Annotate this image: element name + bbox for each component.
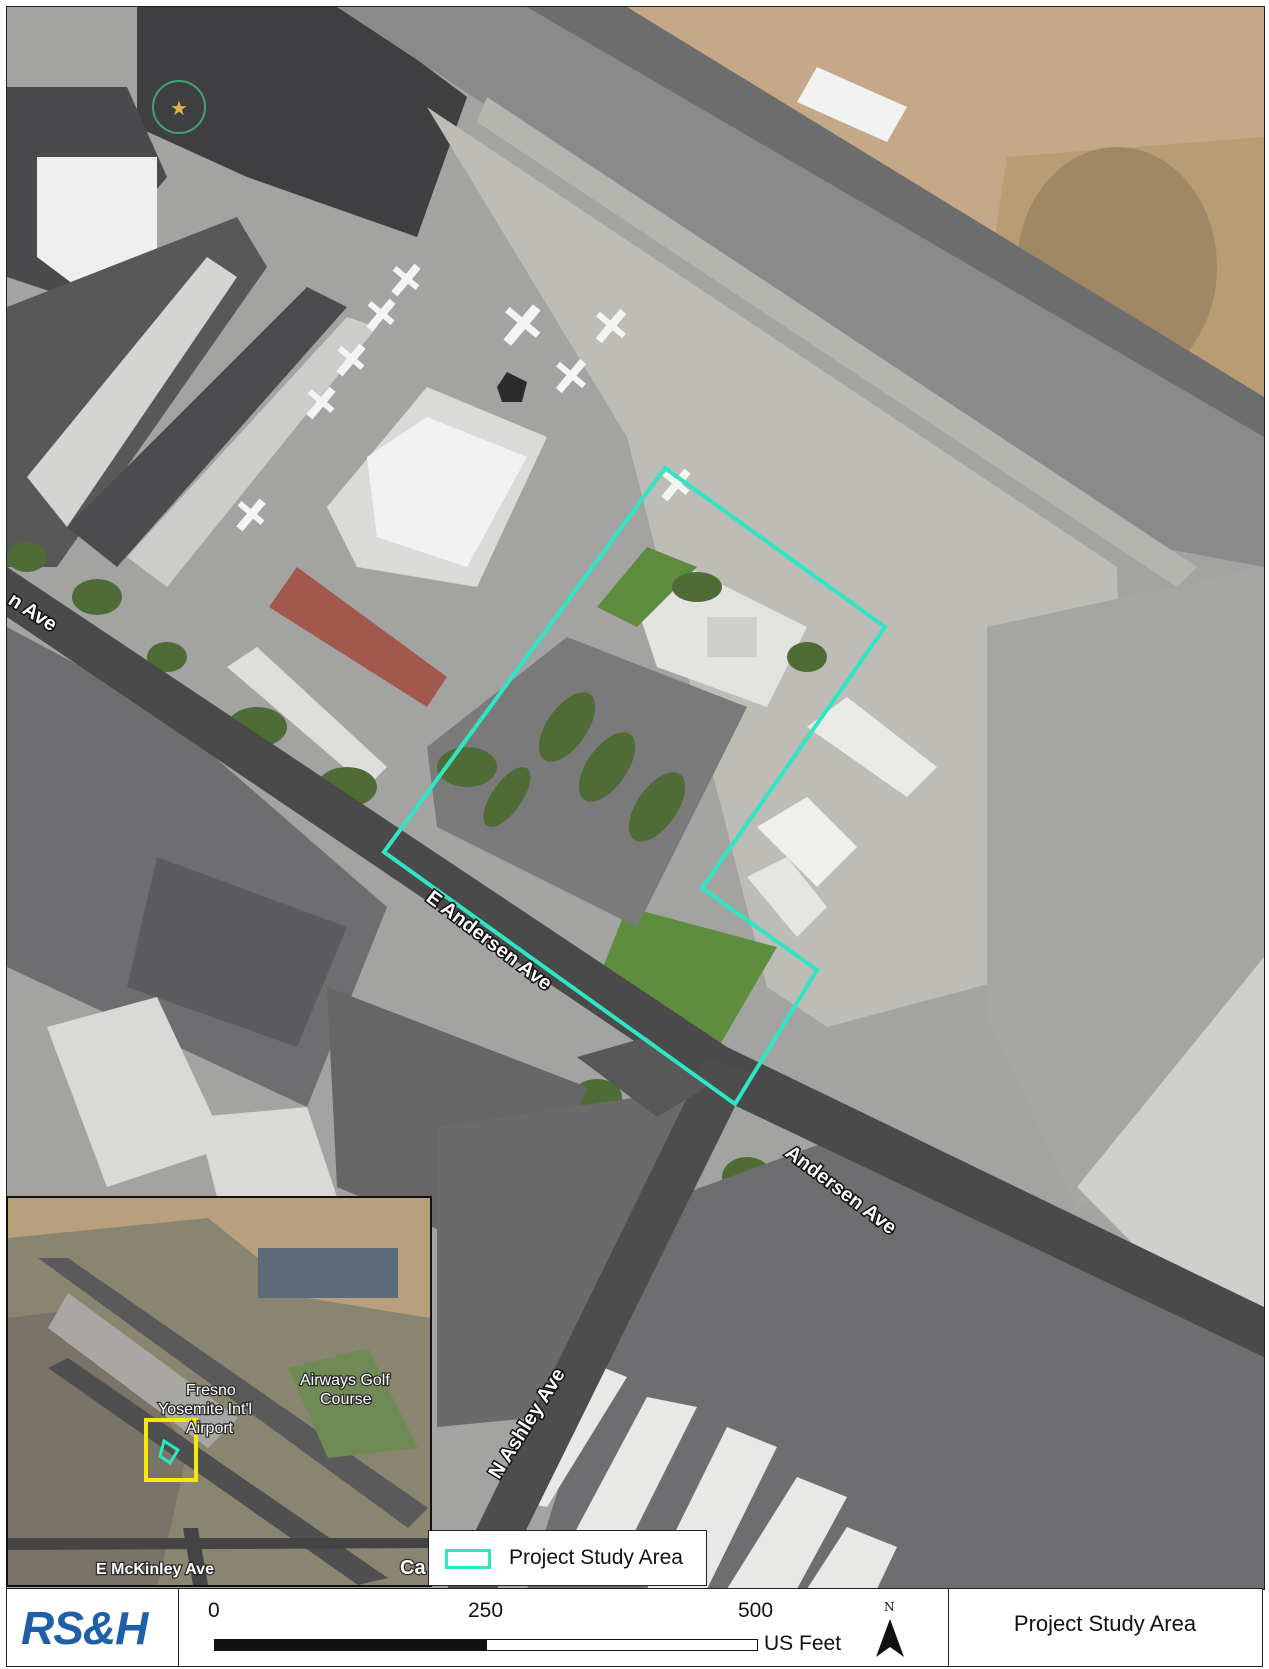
scale-bar bbox=[214, 1639, 758, 1651]
inset-extent-box bbox=[144, 1418, 198, 1482]
north-label: N bbox=[884, 1600, 895, 1614]
map-title: Project Study Area bbox=[1013, 1611, 1197, 1636]
map-legend: Project Study Area bbox=[428, 1530, 707, 1586]
inset-label-airport-line1: Fresno bbox=[186, 1382, 236, 1399]
inset-label-edge: Ca bbox=[400, 1557, 426, 1579]
logo-cell: RS&H bbox=[7, 1589, 179, 1666]
scale-tick-250: 250 bbox=[468, 1599, 504, 1622]
inset-imagery: Fresno Yosemite Int'l Airport Airways Go… bbox=[8, 1198, 430, 1585]
inset-label-golf-line2: Course bbox=[320, 1391, 372, 1408]
rsh-logo: RS&H bbox=[21, 1602, 148, 1654]
locator-inset-map[interactable]: Fresno Yosemite Int'l Airport Airways Go… bbox=[6, 1196, 432, 1587]
north-arrow-icon: N bbox=[876, 1600, 904, 1657]
scale-bar-cell: 0 250 500 US Feet N bbox=[178, 1589, 949, 1666]
scale-tick-0: 0 bbox=[208, 1599, 220, 1622]
scale-tick-500: 500 bbox=[738, 1599, 774, 1622]
inset-label-airport-line2: Yosemite Int'l bbox=[158, 1401, 252, 1418]
scale-unit: US Feet bbox=[764, 1632, 842, 1655]
map-footer: RS&H 0 250 500 US Feet N Project Study A… bbox=[6, 1588, 1263, 1667]
scale-bar-filled-segment bbox=[215, 1640, 487, 1650]
inset-label-road: E McKinley Ave bbox=[96, 1561, 214, 1578]
project-study-area-boundary bbox=[381, 465, 888, 1107]
svg-text:★: ★ bbox=[170, 96, 188, 120]
inset-label-airport-line3: Airport bbox=[186, 1420, 234, 1437]
title-cell: Project Study Area bbox=[948, 1589, 1262, 1666]
inset-study-area-marker bbox=[158, 1438, 181, 1466]
legend-label: Project Study Area bbox=[509, 1546, 683, 1569]
legend-swatch bbox=[445, 1549, 491, 1569]
inset-label-golf-line1: Airways Golf bbox=[300, 1372, 390, 1389]
